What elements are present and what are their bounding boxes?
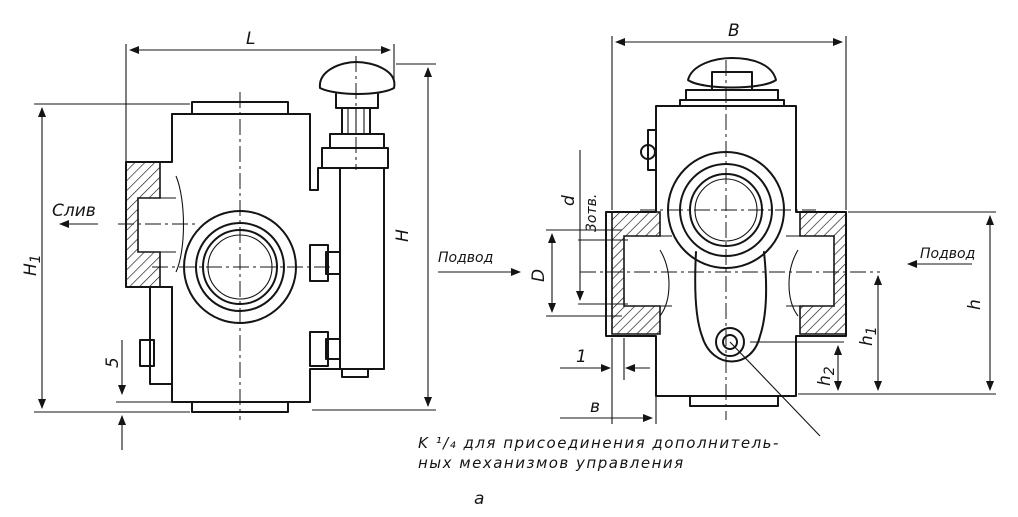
side-view-knob bbox=[318, 61, 396, 169]
note-leader bbox=[729, 341, 821, 437]
front-view-body bbox=[605, 105, 847, 397]
dimension-5: 5 bbox=[103, 340, 172, 450]
label-1: 1 bbox=[576, 347, 587, 367]
label-H: H bbox=[393, 229, 413, 242]
label-inlet-right: Подвод bbox=[920, 246, 975, 262]
label-5: 5 bbox=[103, 357, 123, 368]
dimension-H1: H1 bbox=[21, 103, 190, 413]
figure-caption: а bbox=[474, 489, 484, 509]
front-view: B D d 3отв. Подвод Подвод bbox=[438, 21, 996, 437]
dimension-1: 1 bbox=[560, 338, 650, 380]
note-line-1: K ¹/₄ для присоединения дополнитель- bbox=[418, 434, 780, 452]
note-line-2: ных механизмов управления bbox=[418, 454, 685, 472]
dimension-B: B bbox=[611, 21, 847, 210]
dimension-D: D bbox=[529, 229, 622, 317]
label-inlet-left: Подвод bbox=[438, 250, 493, 266]
label-d: d bbox=[559, 195, 579, 206]
label-holes: 3отв. bbox=[584, 194, 600, 232]
drain-arrow: Слив bbox=[52, 201, 98, 228]
front-right-port-section bbox=[799, 211, 847, 335]
side-view: L H H1 5 Слив bbox=[21, 29, 436, 450]
dimension-h: h bbox=[798, 211, 996, 395]
label-B: B bbox=[728, 21, 740, 41]
dimension-L: L bbox=[125, 29, 395, 162]
label-L: L bbox=[246, 29, 255, 49]
label-D: D bbox=[529, 269, 549, 282]
dimension-d: d 3отв. bbox=[559, 150, 628, 305]
front-view-knob bbox=[679, 57, 785, 107]
inlet-arrow-right: Подвод bbox=[907, 246, 975, 268]
inlet-arrow-left: Подвод bbox=[438, 250, 521, 276]
dimension-h1: h1 bbox=[857, 275, 882, 391]
label-h1: h1 bbox=[857, 326, 880, 346]
front-view-lever bbox=[694, 251, 768, 363]
label-drain: Слив bbox=[52, 201, 96, 221]
label-h: h bbox=[965, 299, 985, 310]
side-view-bolts bbox=[139, 244, 341, 367]
label-H1: H1 bbox=[21, 254, 44, 276]
label-h2: h2 bbox=[815, 366, 838, 386]
dimension-b: в bbox=[560, 380, 657, 424]
dimension-H: H bbox=[312, 63, 436, 411]
dimension-h2: h2 bbox=[750, 341, 844, 391]
label-b: в bbox=[590, 397, 600, 417]
